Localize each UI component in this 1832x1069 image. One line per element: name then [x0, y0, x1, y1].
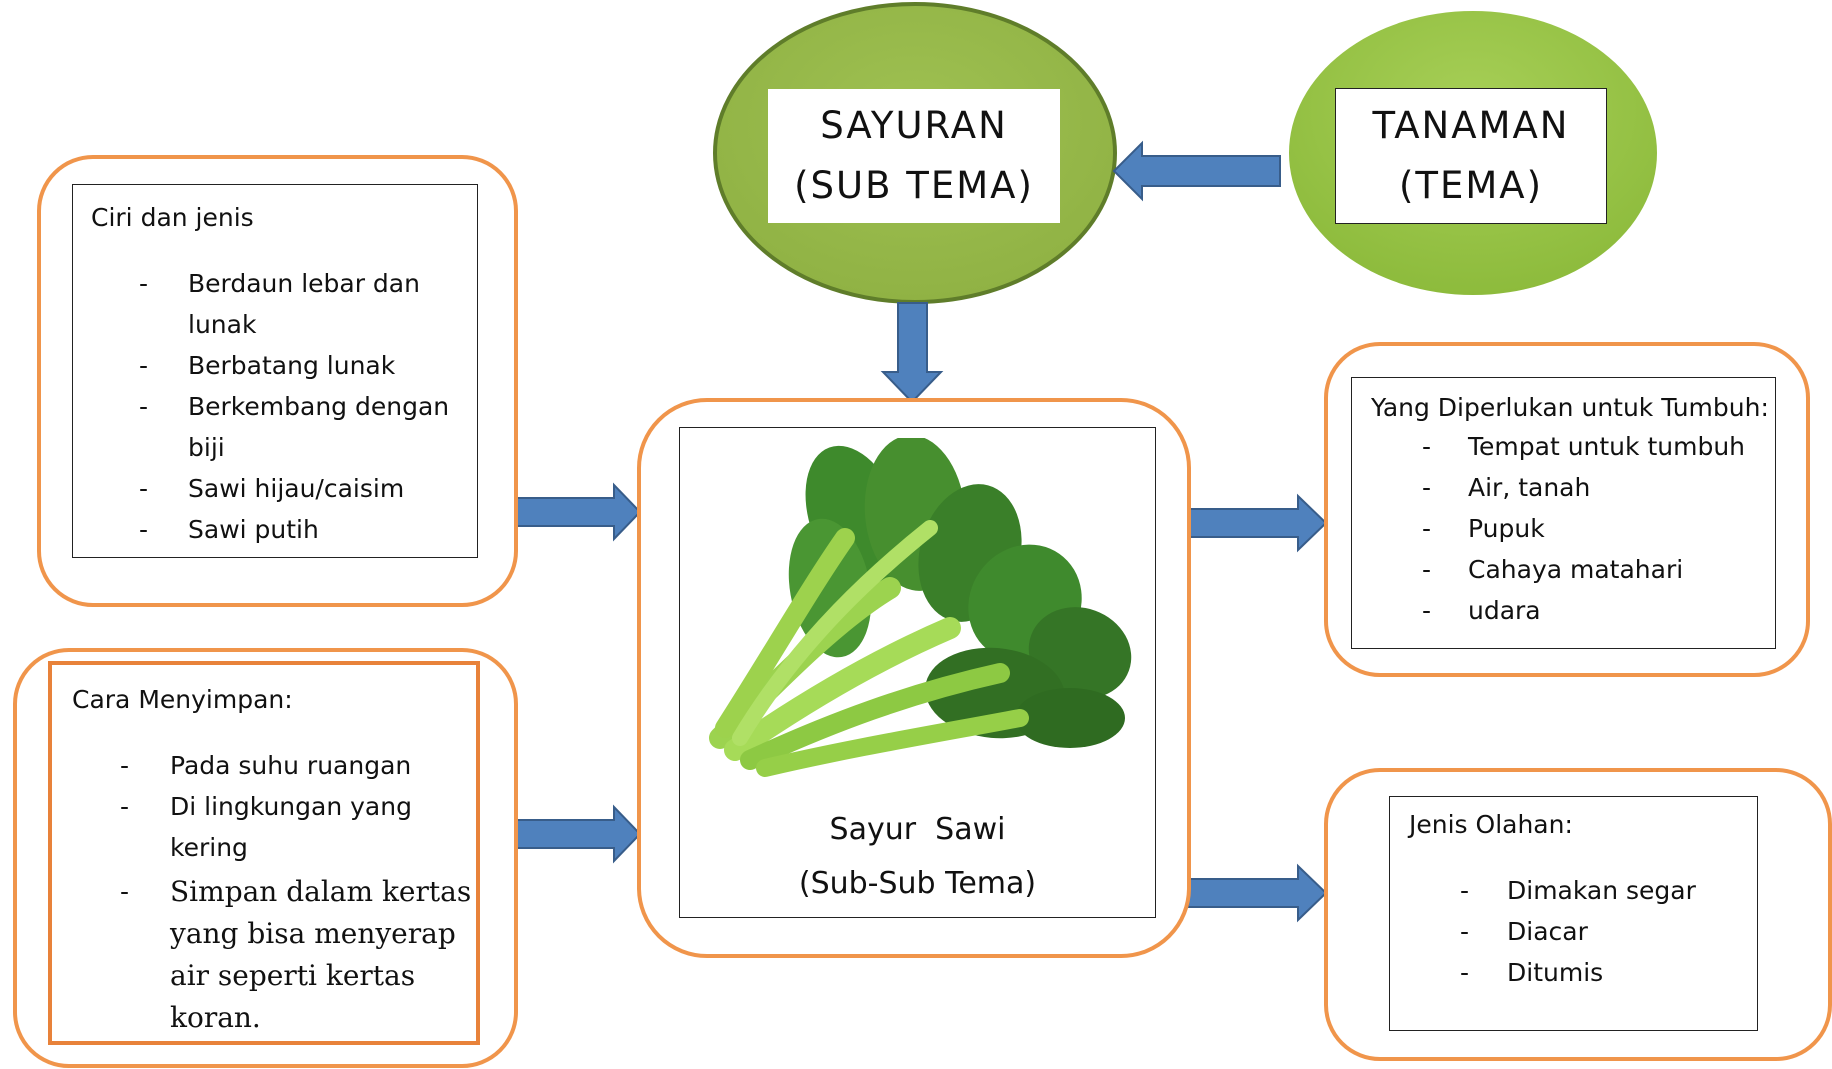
center-line1: Sayur Sawi	[829, 812, 1006, 847]
olahan-inner-box: Jenis Olahan: - Dimakan segar - Diacar -…	[1389, 796, 1758, 1031]
arrow-cara-to-center	[512, 804, 642, 864]
cara-item-3d: koran.	[170, 1001, 261, 1034]
arrow-left	[1112, 140, 1281, 202]
cara-inner-box: Cara Menyimpan: - Pada suhu ruangan - Di…	[48, 661, 480, 1045]
arrow-center-to-olahan	[1187, 863, 1328, 923]
cara-dash-1: -	[120, 751, 130, 780]
subtema-label-box: SAYURAN (SUB TEMA)	[768, 89, 1060, 223]
tumbuh-dash-2: -	[1422, 473, 1432, 502]
ciri-dash-1: -	[139, 269, 149, 298]
tumbuh-dash-5: -	[1422, 596, 1432, 625]
center-label: Sayur Sawi (Sub-Sub Tema)	[680, 803, 1155, 911]
tumbuh-inner-box: Yang Diperlukan untuk Tumbuh: - Tempat u…	[1351, 377, 1776, 649]
tumbuh-dash-1: -	[1422, 432, 1432, 461]
ciri-dash-4: -	[139, 474, 149, 503]
sawi-vegetable-image	[709, 438, 1132, 777]
ciri-item-1b: lunak	[188, 310, 257, 339]
tumbuh-item-2: Air, tanah	[1468, 473, 1591, 502]
arrow-ciri-to-center	[512, 482, 642, 542]
cara-title: Cara Menyimpan:	[72, 685, 293, 714]
arrow-center-to-tumbuh	[1187, 493, 1328, 553]
olahan-item-1: Dimakan segar	[1507, 876, 1696, 905]
ciri-dash-3: -	[139, 392, 149, 421]
tumbuh-title: Yang Diperlukan untuk Tumbuh:	[1371, 393, 1769, 422]
ciri-item-4: Sawi hijau/caisim	[188, 474, 405, 503]
center-inner-box: Sayur Sawi (Sub-Sub Tema)	[679, 427, 1156, 918]
tumbuh-dash-4: -	[1422, 555, 1432, 584]
cara-item-3a: Simpan dalam kertas	[170, 875, 472, 908]
ciri-dash-5: -	[139, 515, 149, 544]
tema-label-box: TANAMAN (TEMA)	[1335, 88, 1607, 224]
olahan-title: Jenis Olahan:	[1409, 810, 1573, 839]
tumbuh-item-4: Cahaya matahari	[1468, 555, 1684, 584]
olahan-dash-3: -	[1460, 958, 1470, 987]
tema-line1: TANAMAN	[1372, 104, 1570, 147]
cara-dash-3: -	[120, 877, 130, 906]
center-line2: (Sub-Sub Tema)	[798, 866, 1037, 901]
tumbuh-dash-3: -	[1422, 514, 1432, 543]
ciri-item-3b: biji	[188, 433, 225, 462]
cara-item-2b: kering	[170, 833, 248, 862]
tumbuh-item-1: Tempat untuk tumbuh	[1468, 432, 1746, 461]
olahan-dash-1: -	[1460, 876, 1470, 905]
ciri-item-2: Berbatang lunak	[188, 351, 396, 380]
ciri-item-1a: Berdaun lebar dan	[188, 269, 420, 298]
ciri-dash-2: -	[139, 351, 149, 380]
arrow-down	[880, 302, 944, 404]
cara-dash-2: -	[120, 792, 130, 821]
olahan-item-3: Ditumis	[1507, 958, 1604, 987]
cara-item-3b: yang bisa menyerap	[170, 917, 456, 950]
ciri-item-5: Sawi putih	[188, 515, 319, 544]
tumbuh-item-5: udara	[1468, 596, 1541, 625]
tema-line2: (TEMA)	[1398, 164, 1544, 207]
subtema-line2: (SUB TEMA)	[794, 164, 1034, 207]
ciri-title: Ciri dan jenis	[91, 203, 254, 232]
cara-item-1: Pada suhu ruangan	[170, 751, 412, 780]
cara-item-3c: air seperti kertas	[170, 959, 416, 992]
ciri-item-3a: Berkembang dengan	[188, 392, 450, 421]
ciri-inner-box: Ciri dan jenis - Berdaun lebar dan lunak…	[72, 184, 478, 558]
tumbuh-item-3: Pupuk	[1468, 514, 1545, 543]
cara-item-2a: Di lingkungan yang	[170, 792, 412, 821]
subtema-line1: SAYURAN	[820, 104, 1008, 147]
olahan-item-2: Diacar	[1507, 917, 1588, 946]
olahan-dash-2: -	[1460, 917, 1470, 946]
